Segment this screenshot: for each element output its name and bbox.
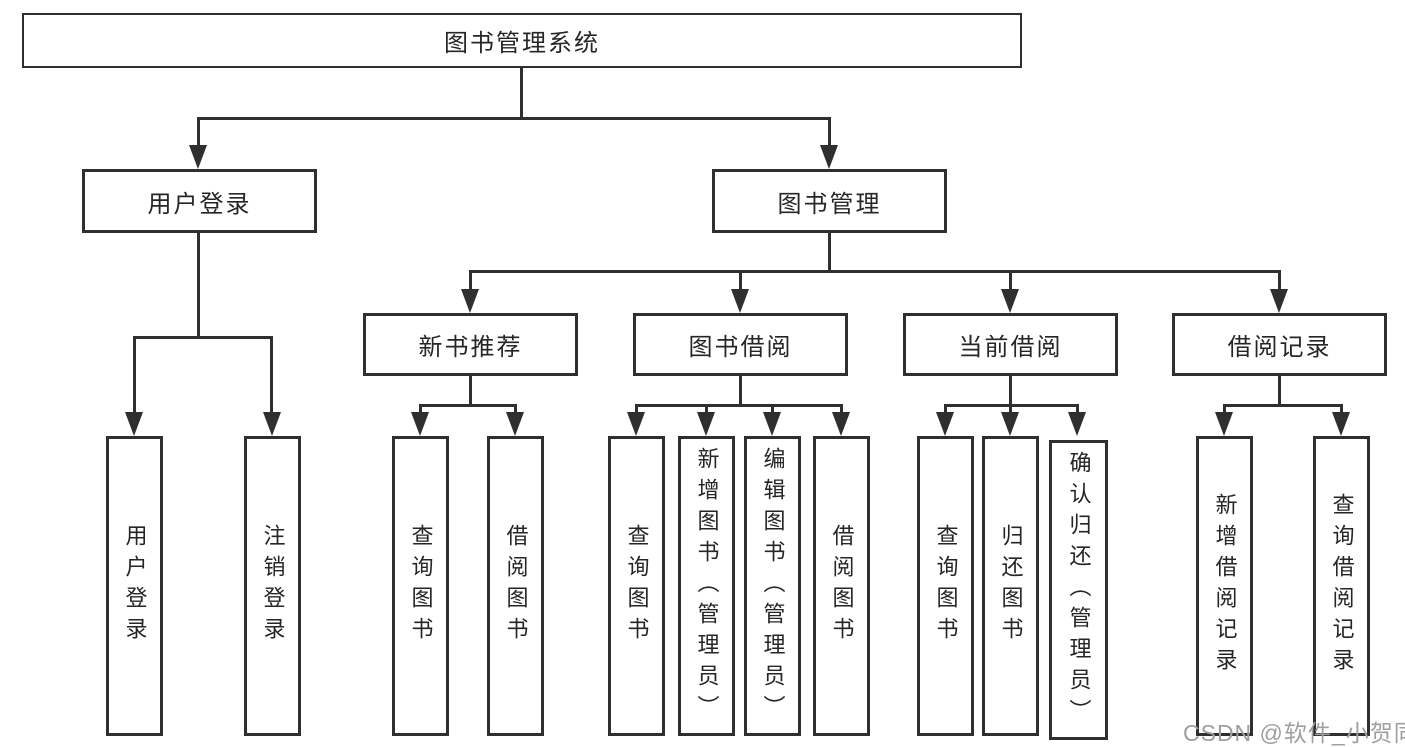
connector-arrow-stem (514, 404, 517, 414)
connector-arrow-stem-book-borrow (739, 270, 742, 291)
arrow-down-icon (411, 412, 429, 436)
arrow-down-icon (1068, 412, 1086, 436)
leaf-query-books-newbook: 查询图书 (392, 436, 449, 736)
arrow-down-icon (763, 412, 781, 436)
node-borrow-records-label: 借阅记录 (1227, 334, 1332, 361)
leaf-borrow-books-newbook: 借阅图书 (487, 436, 544, 736)
connector-arrow-stem (1009, 404, 1012, 414)
arrow-down-icon (1332, 412, 1350, 436)
arrow-down-icon (820, 145, 838, 169)
leaf-query-books-newbook-label: 查询图书 (408, 524, 434, 648)
connector-root-rail (197, 117, 831, 120)
connector-arrow-stem-book-management (828, 117, 831, 147)
leaf-confirm-return-admin-label: 确认归还（管理员） (1066, 450, 1092, 730)
leaf-query-borrow-record-label: 查询借阅记录 (1329, 493, 1355, 679)
connector-arrow-stem-leaf-logout (270, 336, 273, 414)
arrow-down-icon (731, 289, 749, 313)
leaf-user-login: 用户登录 (106, 436, 163, 736)
watermark-csdn: CSDN @软件_小贺同学 (1183, 720, 1405, 746)
arrow-down-icon (189, 145, 207, 169)
connector-login-stem (197, 233, 200, 337)
connector-arrow-stem (1223, 404, 1226, 414)
leaf-query-borrow-record: 查询借阅记录 (1313, 436, 1370, 736)
connector-newbook-rail (420, 404, 517, 407)
connector-arrow-stem-user-login (197, 117, 200, 147)
connector-arrow-stem (771, 404, 774, 414)
leaf-add-borrow-record: 新增借阅记录 (1196, 436, 1253, 736)
leaf-user-login-label: 用户登录 (122, 524, 148, 648)
node-user-login: 用户登录 (82, 169, 317, 233)
leaf-add-borrow-record-label: 新增借阅记录 (1212, 493, 1238, 679)
connector-arrow-stem-new-book (469, 270, 472, 291)
connector-arrow-stem-borrow-records (1278, 270, 1281, 291)
connector-arrow-stem (635, 404, 638, 414)
connector-arrow-stem (705, 404, 708, 414)
node-current-borrow: 当前借阅 (903, 313, 1118, 376)
connector-borrow-stem (739, 376, 742, 405)
arrow-down-icon (627, 412, 645, 436)
node-library-management-system: 图书管理系统 (22, 13, 1022, 68)
connector-root-stem (520, 68, 523, 118)
leaf-query-books-borrow: 查询图书 (608, 436, 665, 736)
node-book-borrow: 图书借阅 (633, 313, 848, 376)
leaf-confirm-return-admin: 确认归还（管理员） (1049, 440, 1108, 740)
node-book-management-label: 图书管理 (777, 190, 882, 218)
leaf-add-books-admin-label: 新增图书（管理员） (694, 446, 720, 726)
connector-arrow-stem (419, 404, 422, 414)
leaf-logout-login: 注销登录 (244, 436, 301, 736)
arrow-down-icon (263, 412, 281, 436)
leaf-edit-books-admin: 编辑图书（管理员） (744, 436, 801, 736)
arrow-down-icon (936, 412, 954, 436)
connector-arrow-stem (1076, 404, 1079, 414)
arrow-down-icon (125, 412, 143, 436)
leaf-borrow-books-borrow: 借阅图书 (813, 436, 870, 736)
arrow-down-icon (1270, 289, 1288, 313)
leaf-borrow-books-borrow-label: 借阅图书 (829, 524, 855, 648)
node-borrow-records: 借阅记录 (1172, 313, 1387, 376)
node-new-book-recommend: 新书推荐 (363, 313, 578, 376)
connector-login-rail (133, 336, 273, 339)
connector-current-stem (1009, 376, 1012, 405)
arrow-down-icon (506, 412, 524, 436)
arrow-down-icon (461, 289, 479, 313)
arrow-down-icon (697, 412, 715, 436)
node-library-management-system-label: 图书管理系统 (444, 30, 600, 57)
connector-newbook-stem (469, 376, 472, 405)
node-book-borrow-label: 图书借阅 (688, 334, 793, 361)
leaf-borrow-books-newbook-label: 借阅图书 (503, 524, 529, 648)
leaf-return-books: 归还图书 (982, 436, 1039, 736)
leaf-edit-books-admin-label: 编辑图书（管理员） (760, 446, 786, 726)
connector-records-rail (1224, 404, 1342, 407)
connector-borrow-rail (636, 404, 842, 407)
node-book-management: 图书管理 (712, 169, 947, 233)
node-current-borrow-label: 当前借阅 (958, 334, 1063, 361)
connector-arrow-stem-leaf-user-login (133, 336, 136, 414)
node-user-login-label: 用户登录 (147, 190, 252, 218)
leaf-logout-login-label: 注销登录 (260, 524, 286, 648)
connector-mgmt-stem (828, 233, 831, 271)
arrow-down-icon (1001, 412, 1019, 436)
connector-arrow-stem-current-borrow (1009, 270, 1012, 291)
arrow-down-icon (1215, 412, 1233, 436)
arrow-down-icon (1001, 289, 1019, 313)
leaf-query-books-borrow-label: 查询图书 (624, 524, 650, 648)
arrow-down-icon (832, 412, 850, 436)
leaf-add-books-admin: 新增图书（管理员） (678, 436, 735, 736)
connector-mgmt-rail (469, 270, 1281, 273)
connector-arrow-stem (1340, 404, 1343, 414)
leaf-return-books-label: 归还图书 (998, 524, 1024, 648)
connector-records-stem (1278, 376, 1281, 405)
leaf-query-books-current-label: 查询图书 (933, 524, 959, 648)
leaf-query-books-current: 查询图书 (917, 436, 974, 736)
connector-arrow-stem (840, 404, 843, 414)
connector-arrow-stem (944, 404, 947, 414)
node-new-book-recommend-label: 新书推荐 (418, 334, 523, 361)
